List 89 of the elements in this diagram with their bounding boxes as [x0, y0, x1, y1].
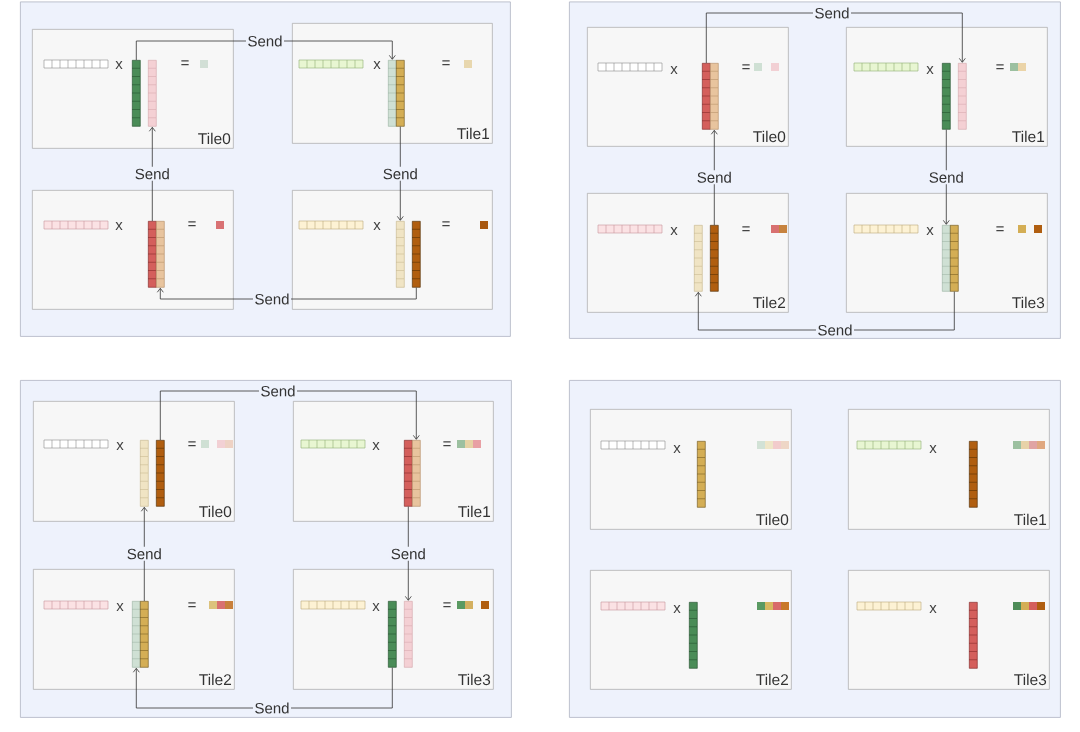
multiply-sign: x: [926, 66, 934, 74]
equals-sign: =: [443, 602, 451, 608]
column-vector: [941, 63, 951, 130]
arrow: [404, 506, 412, 601]
column-vector: [139, 601, 149, 668]
tile-label: Tile1: [1012, 130, 1045, 143]
column-vector: [387, 60, 397, 127]
multiply-sign: x: [372, 442, 380, 450]
equals-sign: =: [188, 441, 196, 447]
tile-label: Tile2: [199, 673, 231, 686]
tile-label: Tile2: [753, 296, 785, 309]
multiply-sign: x: [373, 61, 381, 69]
equals-sign: =: [996, 64, 1004, 70]
edge-label: Send: [253, 292, 291, 306]
arrow: [135, 40, 396, 61]
arrow: [159, 390, 420, 441]
multiply-sign: x: [372, 603, 380, 611]
equals-sign: =: [442, 60, 450, 66]
multiply-sign: x: [673, 605, 681, 613]
column-vector: [968, 602, 978, 669]
column-vector: [395, 60, 405, 127]
column-vector: [957, 63, 967, 130]
edge-label: Send: [816, 323, 854, 337]
edge-label: Send: [259, 384, 297, 398]
equals-sign: =: [742, 64, 750, 70]
tile-label: Tile1: [1014, 513, 1047, 526]
multiply-sign: x: [929, 605, 937, 613]
tile-label: Tile0: [199, 505, 232, 518]
multiply-sign: x: [115, 61, 123, 69]
edge-label: Send: [253, 701, 291, 715]
column-vector: [387, 601, 397, 668]
multiply-sign: x: [929, 445, 937, 453]
edge-label: Send: [927, 170, 966, 185]
column-vector: [139, 440, 149, 507]
column-vector: [131, 601, 141, 668]
column-vector: [147, 221, 157, 288]
arrow: [396, 126, 404, 221]
column-vector: [949, 225, 959, 292]
column-vector: [696, 441, 706, 508]
arrow: [710, 129, 718, 226]
column-vector: [155, 440, 165, 507]
column-vector: [155, 221, 165, 288]
equals-sign: =: [742, 226, 750, 232]
equals-sign: =: [442, 221, 450, 227]
arrow: [705, 12, 966, 64]
column-vector: [411, 440, 421, 507]
tile-label: Tile0: [753, 130, 786, 143]
multiply-sign: x: [670, 227, 678, 235]
column-vector: [693, 225, 703, 292]
tile-label: Tile0: [198, 132, 231, 145]
multiply-sign: x: [673, 445, 681, 453]
equals-sign: =: [188, 221, 196, 227]
arrow: [140, 506, 148, 602]
column-vector: [403, 440, 413, 507]
tile-label: Tile1: [457, 127, 490, 140]
arrow: [694, 291, 955, 331]
edge-label: Send: [695, 170, 734, 185]
edge-label: Send: [246, 34, 284, 48]
column-vector: [411, 221, 421, 288]
tile-label: Tile1: [458, 505, 491, 518]
equals-sign: =: [188, 602, 196, 608]
column-vector: [395, 221, 405, 288]
tile-label: Tile0: [756, 513, 789, 526]
tile-label: Tile3: [1012, 296, 1045, 309]
multiply-sign: x: [115, 222, 123, 230]
column-vector: [688, 602, 698, 669]
tile-label: Tile3: [458, 673, 491, 686]
arrow: [148, 126, 156, 222]
edge-label: Send: [813, 6, 851, 20]
column-vector: [403, 601, 413, 668]
multiply-sign: x: [926, 227, 934, 235]
equals-sign: =: [996, 226, 1004, 232]
column-vector: [147, 60, 157, 127]
column-vector: [701, 63, 711, 130]
tile-label: Tile3: [1014, 673, 1047, 686]
multiply-sign: x: [670, 66, 678, 74]
column-vector: [131, 60, 141, 127]
equals-sign: =: [443, 441, 451, 447]
tile-label: Tile2: [756, 673, 788, 686]
arrow: [132, 667, 393, 709]
equals-sign: =: [181, 60, 189, 66]
multiply-sign: x: [116, 603, 124, 611]
column-vector: [968, 441, 978, 508]
multiply-sign: x: [373, 222, 381, 230]
column-vector: [709, 63, 719, 130]
multiply-sign: x: [116, 442, 124, 450]
column-vector: [709, 225, 719, 292]
arrow: [942, 129, 950, 225]
column-vector: [941, 225, 951, 292]
